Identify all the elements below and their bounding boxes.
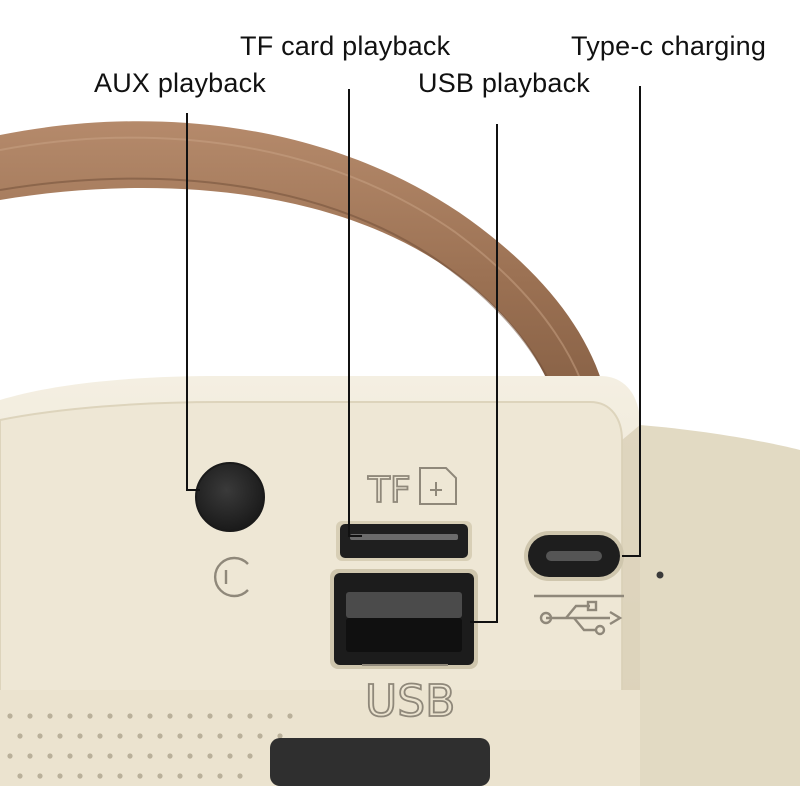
bottom-panel-slot bbox=[270, 738, 490, 786]
indicator-led bbox=[656, 571, 664, 579]
usb-marking: USB bbox=[362, 664, 456, 728]
usb-playback-label: USB playback bbox=[418, 68, 590, 98]
aux-port bbox=[195, 462, 265, 532]
sd-card-icon bbox=[419, 467, 457, 505]
usb-leader-line bbox=[470, 124, 498, 623]
leader-lines bbox=[186, 86, 641, 623]
type-c-port bbox=[524, 531, 664, 581]
leather-strap bbox=[0, 121, 612, 451]
tf-card-slot bbox=[336, 521, 472, 561]
aux-playback-label: AUX playback bbox=[94, 68, 266, 98]
usb-a-port bbox=[330, 569, 478, 669]
tf-leader-line bbox=[348, 89, 362, 537]
tf-marking: TF bbox=[366, 467, 457, 512]
headphone-icon bbox=[214, 556, 249, 598]
type-c-charging-label: Type-c charging bbox=[571, 31, 767, 61]
usb-symbol-icon bbox=[534, 594, 624, 636]
aux-leader-line bbox=[186, 113, 200, 491]
tf-card-playback-label: TF card playback bbox=[240, 31, 451, 61]
svg-text:USB: USB bbox=[365, 676, 455, 727]
type-c-leader-line bbox=[622, 86, 641, 557]
speaker-grille bbox=[0, 690, 640, 786]
svg-text:TF: TF bbox=[367, 470, 411, 511]
